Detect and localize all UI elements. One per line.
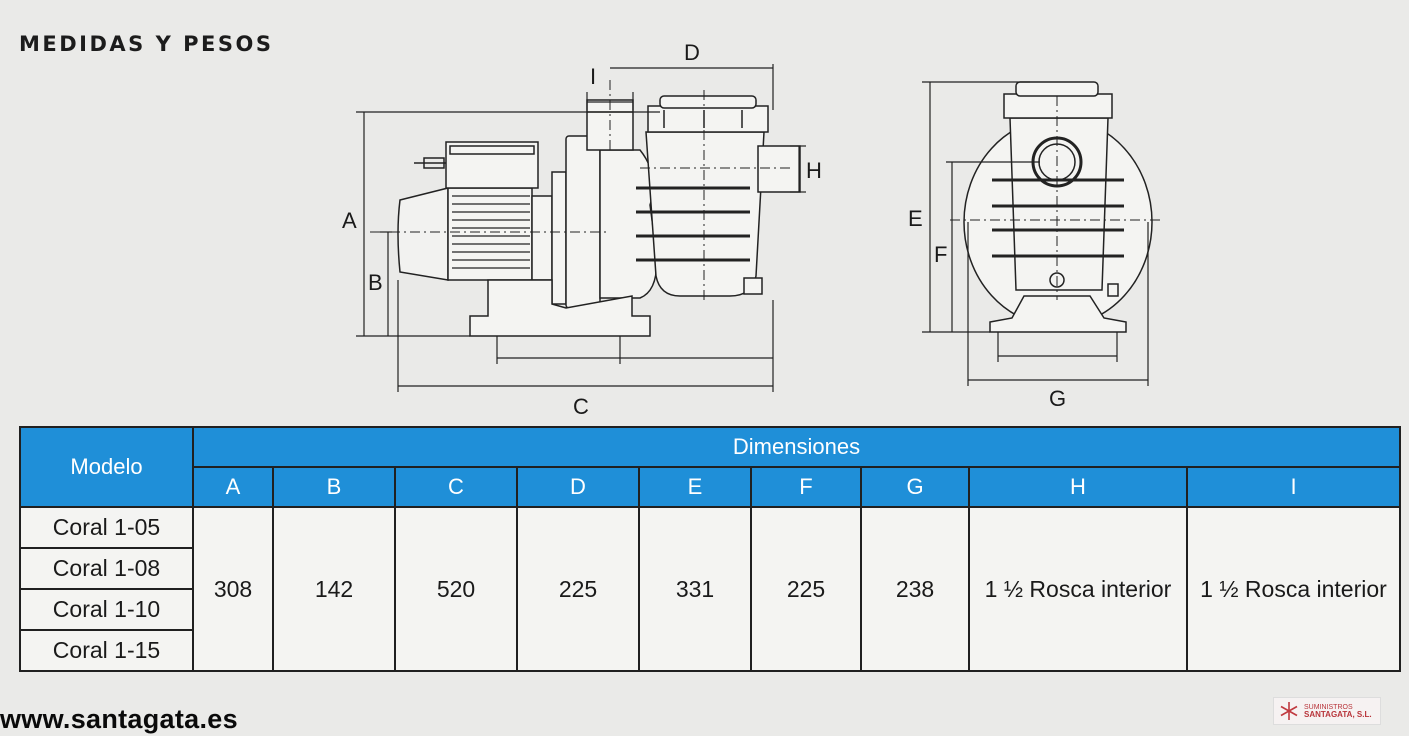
dim-label-i: I [590, 64, 596, 89]
col-header-a: A [192, 466, 274, 508]
dimensions-table-container: Modelo Dimensiones A B C D E F G H I Cor… [19, 426, 1401, 672]
model-cell: Coral 1-05 [19, 506, 194, 549]
website-url[interactable]: www.santagata.es [0, 704, 238, 734]
dimensions-table: Modelo Dimensiones A B C D E F G H I Cor… [19, 426, 1401, 672]
logo-line-1: SUMINISTROS [1304, 703, 1353, 711]
motor-fins [452, 195, 530, 269]
value-cell-g: 238 [860, 506, 970, 672]
model-cell: Coral 1-08 [19, 547, 194, 590]
table-row: Coral 1-08 [19, 547, 1400, 590]
col-header-b: B [272, 466, 396, 508]
dim-label-e: E [908, 206, 923, 231]
company-logo: SUMINISTROS SANTAGATA, S.L. [1273, 697, 1381, 725]
value-cell-e: 331 [638, 506, 752, 672]
table-row: Coral 1-05 308 142 520 225 331 225 238 1… [19, 506, 1401, 672]
dim-label-d: D [684, 40, 700, 65]
dim-label-c: C [573, 394, 589, 419]
dim-label-a: A [342, 208, 357, 233]
dimensions-header: Dimensiones [192, 426, 1401, 468]
value-cell-f: 225 [750, 506, 862, 672]
logo-line-2: SANTAGATA, S.L. [1304, 709, 1372, 719]
snowflake-icon [1280, 702, 1298, 720]
value-cell-c: 520 [394, 506, 518, 672]
value-cell-a: 308 [192, 506, 274, 672]
col-header-c: C [394, 466, 518, 508]
value-cell-d: 225 [516, 506, 640, 672]
col-header-g: G [860, 466, 970, 508]
value-cell-i: 1 ½ Rosca interior [1186, 506, 1401, 672]
table-row: Coral 1-10 [19, 588, 1400, 631]
dim-label-b: B [368, 270, 383, 295]
value-cell-b: 142 [272, 506, 396, 672]
page-title: MEDIDAS Y PESOS [19, 32, 274, 56]
dim-label-h: H [806, 158, 822, 183]
col-header-h: H [968, 466, 1188, 508]
model-cell: Coral 1-10 [19, 588, 194, 631]
col-header-d: D [516, 466, 640, 508]
model-header: Modelo [19, 426, 194, 508]
col-header-i: I [1186, 466, 1401, 508]
pump-dimension-diagram: A B C D I H E F G [342, 40, 1160, 419]
dim-label-g: G [1049, 386, 1066, 411]
table-row: Coral 1-15 [19, 629, 1400, 672]
value-cell-h: 1 ½ Rosca interior [968, 506, 1188, 672]
col-header-f: F [750, 466, 862, 508]
model-cell: Coral 1-15 [19, 629, 194, 672]
dim-label-f: F [934, 242, 947, 267]
col-header-e: E [638, 466, 752, 508]
